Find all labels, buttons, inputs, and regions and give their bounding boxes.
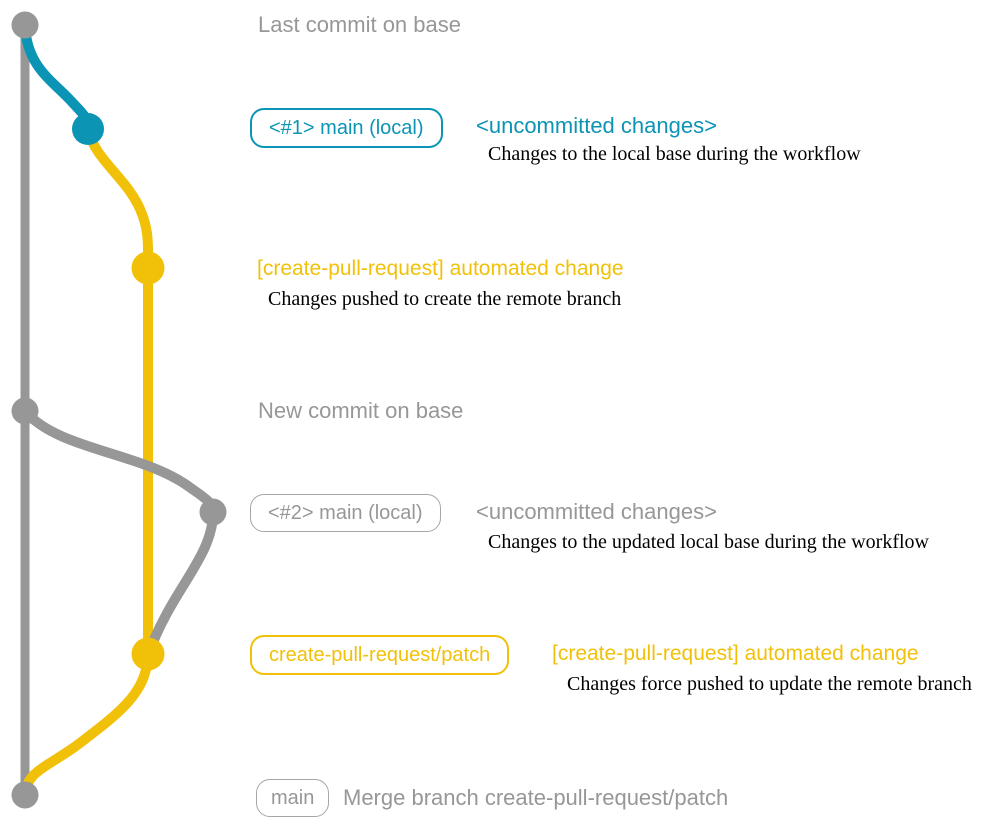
automated-change-description-2: Changes force pushed to update the remot…: [567, 673, 972, 695]
branch-badge-main-local-1: <#1> main (local): [250, 108, 443, 148]
uncommitted-changes-description-2: Changes to the updated local base during…: [488, 531, 929, 553]
commit-dot-last-base: [11, 11, 39, 39]
automated-change-heading-1: [create-pull-request] automated change: [257, 257, 624, 280]
last-commit-label: Last commit on base: [258, 12, 461, 37]
commit-dot-automated-1: [131, 251, 165, 285]
commit-dot-new-base: [11, 397, 39, 425]
uncommitted-changes-description-1: Changes to the local base during the wor…: [488, 143, 861, 165]
automated-change-description-1: Changes pushed to create the remote bran…: [268, 288, 622, 310]
merge-commit-label: Merge branch create-pull-request/patch: [343, 785, 729, 810]
uncommitted-branch-curve-2: [20, 406, 219, 655]
branch-badge-create-pull-request-patch: create-pull-request/patch: [250, 635, 510, 675]
branch-badge-main: main: [256, 779, 330, 817]
uncommitted-branch-curve-1: [20, 22, 93, 134]
commit-dot-merge: [11, 781, 39, 809]
uncommitted-changes-heading-1: <uncommitted changes>: [476, 113, 717, 138]
commit-dot-automated-2: [131, 637, 165, 671]
uncommitted-changes-heading-2: <uncommitted changes>: [476, 499, 717, 524]
commit-dot-uncommitted-2: [199, 498, 227, 526]
branch-badge-main-local-2: <#2> main (local): [250, 494, 441, 532]
new-commit-label: New commit on base: [258, 398, 464, 423]
automated-change-heading-2: [create-pull-request] automated change: [552, 642, 919, 665]
commit-dot-uncommitted-1: [72, 113, 104, 145]
